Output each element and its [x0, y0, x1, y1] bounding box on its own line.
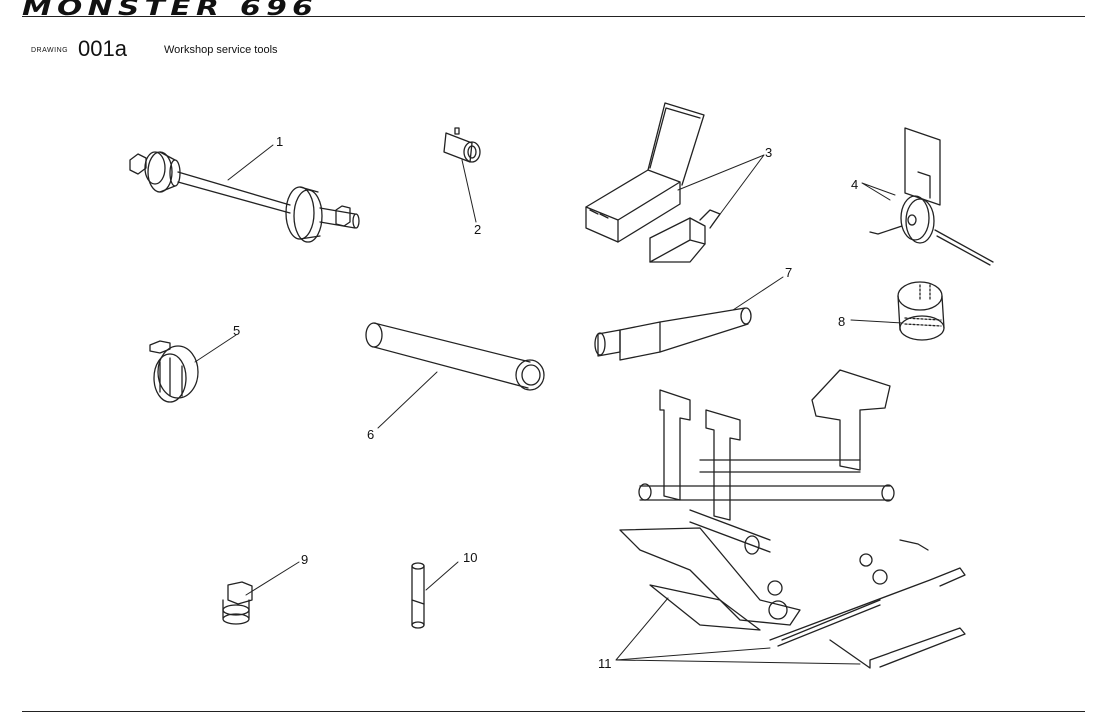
callout-10: 10 — [463, 550, 477, 565]
callout-8: 8 — [838, 314, 845, 329]
bottom-divider — [22, 711, 1085, 712]
tool-9-cap — [222, 581, 253, 625]
callout-4: 4 — [851, 177, 858, 192]
tool-7-shaft — [594, 307, 752, 361]
tool-5-socket — [149, 340, 199, 403]
tool-3-box-kit — [585, 102, 721, 263]
callout-9: 9 — [301, 552, 308, 567]
callout-11: 11 — [598, 656, 612, 671]
tool-11-stand — [619, 369, 966, 669]
callout-3: 3 — [765, 145, 772, 160]
callout-5: 5 — [233, 323, 240, 338]
tool-4-set — [869, 127, 994, 266]
tool-10-pin — [411, 562, 425, 629]
callout-1: 1 — [276, 134, 283, 149]
tool-8-ring — [897, 281, 945, 341]
drawing-description: Workshop service tools — [164, 44, 278, 56]
tool-1-puller — [129, 151, 360, 243]
tool-6-cylinder — [365, 322, 545, 391]
top-divider — [22, 16, 1085, 17]
leader-lines — [194, 144, 904, 665]
drawing-number: 001a — [78, 36, 127, 61]
callout-2: 2 — [474, 222, 481, 237]
callout-7: 7 — [785, 265, 792, 280]
tool-2-sleeve — [443, 127, 481, 163]
drawing-label: DRAWING — [31, 47, 69, 54]
callout-6: 6 — [367, 427, 374, 442]
page-title: MONSTER 696 — [22, 0, 319, 21]
